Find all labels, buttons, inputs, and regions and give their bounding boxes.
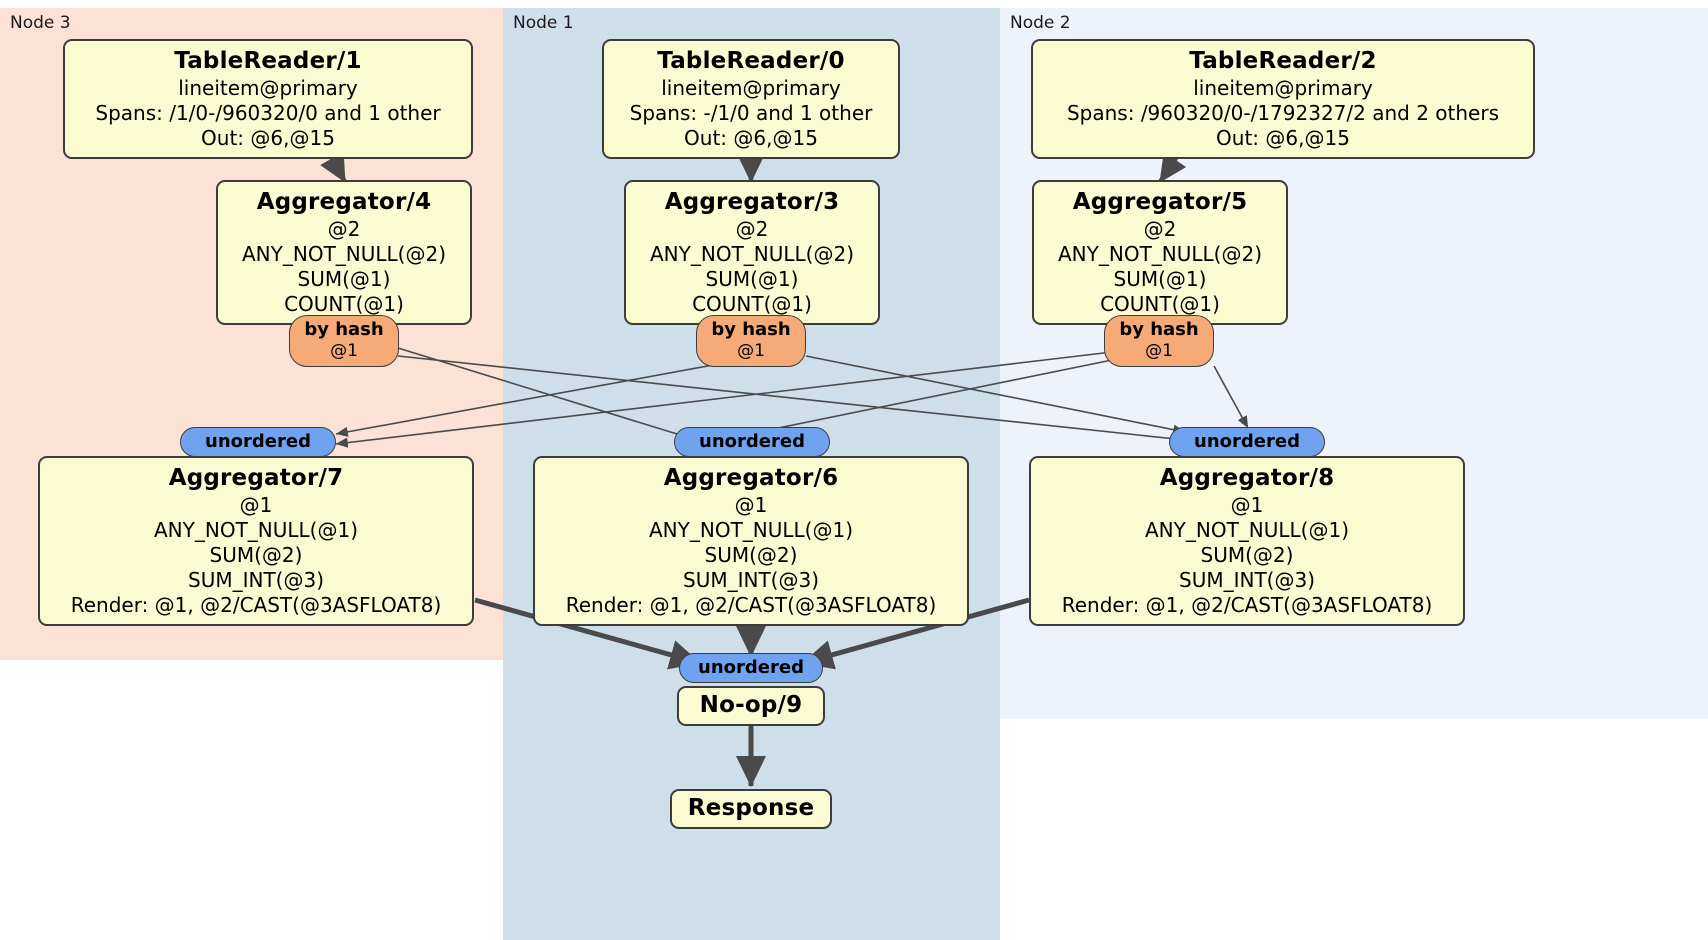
processor-no-op-9[interactable]: No-op/9	[677, 686, 825, 726]
synchronizer-unordered-no-op-9[interactable]: unordered	[679, 653, 823, 683]
processor-detail: @2	[327, 217, 361, 241]
router-kind: by hash	[304, 319, 384, 340]
node-panel-label: Node 3	[10, 13, 71, 33]
processor-detail: SUM_INT(@3)	[188, 568, 324, 592]
processor-title: Aggregator/3	[664, 189, 840, 215]
processor-detail: SUM(@2)	[209, 543, 303, 567]
processor-aggregator-7[interactable]: Aggregator/7 @1 ANY_NOT_NULL(@1) SUM(@2)…	[38, 456, 474, 626]
processor-detail: @1	[734, 493, 768, 517]
router-detail: @1	[737, 341, 765, 361]
processor-detail: @1	[1230, 493, 1264, 517]
router-detail: @1	[330, 341, 358, 361]
processor-aggregator-3[interactable]: Aggregator/3 @2 ANY_NOT_NULL(@2) SUM(@1)…	[624, 180, 880, 325]
router-detail: @1	[1145, 341, 1173, 361]
processor-detail: Render: @1, @2/CAST(@3ASFLOAT8)	[1061, 593, 1433, 617]
processor-detail: Render: @1, @2/CAST(@3ASFLOAT8)	[565, 593, 937, 617]
synchronizer-kind: unordered	[698, 657, 804, 678]
synchronizer-unordered-aggregator-6[interactable]: unordered	[674, 427, 830, 457]
node-panel-label: Node 1	[513, 13, 574, 33]
processor-detail: COUNT(@1)	[1100, 292, 1220, 316]
processor-aggregator-4[interactable]: Aggregator/4 @2 ANY_NOT_NULL(@2) SUM(@1)…	[216, 180, 472, 325]
processor-detail: ANY_NOT_NULL(@1)	[649, 518, 853, 542]
processor-detail: ANY_NOT_NULL(@2)	[242, 242, 446, 266]
processor-detail: Spans: -/1/0 and 1 other	[629, 101, 873, 125]
processor-detail: SUM(@1)	[705, 267, 799, 291]
processor-detail: Spans: /960320/0-/1792327/2 and 2 others	[1066, 101, 1499, 125]
processor-tablereader-1[interactable]: TableReader/1 lineitem@primary Spans: /1…	[63, 39, 473, 159]
processor-title: Aggregator/8	[1159, 465, 1335, 491]
processor-detail: @2	[1143, 217, 1177, 241]
processor-detail: Render: @1, @2/CAST(@3ASFLOAT8)	[70, 593, 442, 617]
processor-detail: @1	[239, 493, 273, 517]
processor-title: Aggregator/4	[256, 189, 432, 215]
router-kind: by hash	[1119, 319, 1199, 340]
synchronizer-kind: unordered	[205, 431, 311, 452]
router-by-hash-aggregator-3[interactable]: by hash @1	[696, 315, 806, 367]
processor-title: Aggregator/6	[663, 465, 839, 491]
processor-detail: lineitem@primary	[661, 76, 841, 100]
synchronizer-unordered-aggregator-8[interactable]: unordered	[1169, 427, 1325, 457]
processor-aggregator-6[interactable]: Aggregator/6 @1 ANY_NOT_NULL(@1) SUM(@2)…	[533, 456, 969, 626]
processor-title: TableReader/2	[1189, 48, 1377, 74]
processor-detail: SUM_INT(@3)	[683, 568, 819, 592]
processor-tablereader-0[interactable]: TableReader/0 lineitem@primary Spans: -/…	[602, 39, 900, 159]
processor-detail: SUM_INT(@3)	[1179, 568, 1315, 592]
processor-detail: SUM(@2)	[1200, 543, 1294, 567]
synchronizer-kind: unordered	[1194, 431, 1300, 452]
synchronizer-unordered-aggregator-7[interactable]: unordered	[180, 427, 336, 457]
processor-detail: SUM(@1)	[1113, 267, 1207, 291]
processor-detail: Out: @6,@15	[201, 126, 335, 150]
processor-detail: lineitem@primary	[178, 76, 358, 100]
processor-detail: SUM(@1)	[297, 267, 391, 291]
router-kind: by hash	[711, 319, 791, 340]
processor-title: Response	[687, 795, 815, 821]
processor-title: TableReader/0	[657, 48, 845, 74]
processor-detail: ANY_NOT_NULL(@2)	[1058, 242, 1262, 266]
processor-detail: Spans: /1/0-/960320/0 and 1 other	[95, 101, 441, 125]
processor-title: Aggregator/7	[168, 465, 344, 491]
processor-title: No-op/9	[699, 692, 803, 718]
processor-response[interactable]: Response	[670, 789, 832, 829]
processor-title: Aggregator/5	[1072, 189, 1248, 215]
processor-aggregator-8[interactable]: Aggregator/8 @1 ANY_NOT_NULL(@1) SUM(@2)…	[1029, 456, 1465, 626]
processor-detail: ANY_NOT_NULL(@2)	[650, 242, 854, 266]
processor-detail: Out: @6,@15	[684, 126, 818, 150]
processor-detail: SUM(@2)	[704, 543, 798, 567]
router-by-hash-aggregator-5[interactable]: by hash @1	[1104, 315, 1214, 367]
processor-detail: ANY_NOT_NULL(@1)	[154, 518, 358, 542]
processor-detail: ANY_NOT_NULL(@1)	[1145, 518, 1349, 542]
synchronizer-kind: unordered	[699, 431, 805, 452]
processor-detail: COUNT(@1)	[692, 292, 812, 316]
node-panel-label: Node 2	[1010, 13, 1071, 33]
processor-detail: Out: @6,@15	[1216, 126, 1350, 150]
processor-title: TableReader/1	[174, 48, 362, 74]
processor-tablereader-2[interactable]: TableReader/2 lineitem@primary Spans: /9…	[1031, 39, 1535, 159]
processor-detail: lineitem@primary	[1193, 76, 1373, 100]
router-by-hash-aggregator-4[interactable]: by hash @1	[289, 315, 399, 367]
processor-aggregator-5[interactable]: Aggregator/5 @2 ANY_NOT_NULL(@2) SUM(@1)…	[1032, 180, 1288, 325]
processor-detail: @2	[735, 217, 769, 241]
processor-detail: COUNT(@1)	[284, 292, 404, 316]
